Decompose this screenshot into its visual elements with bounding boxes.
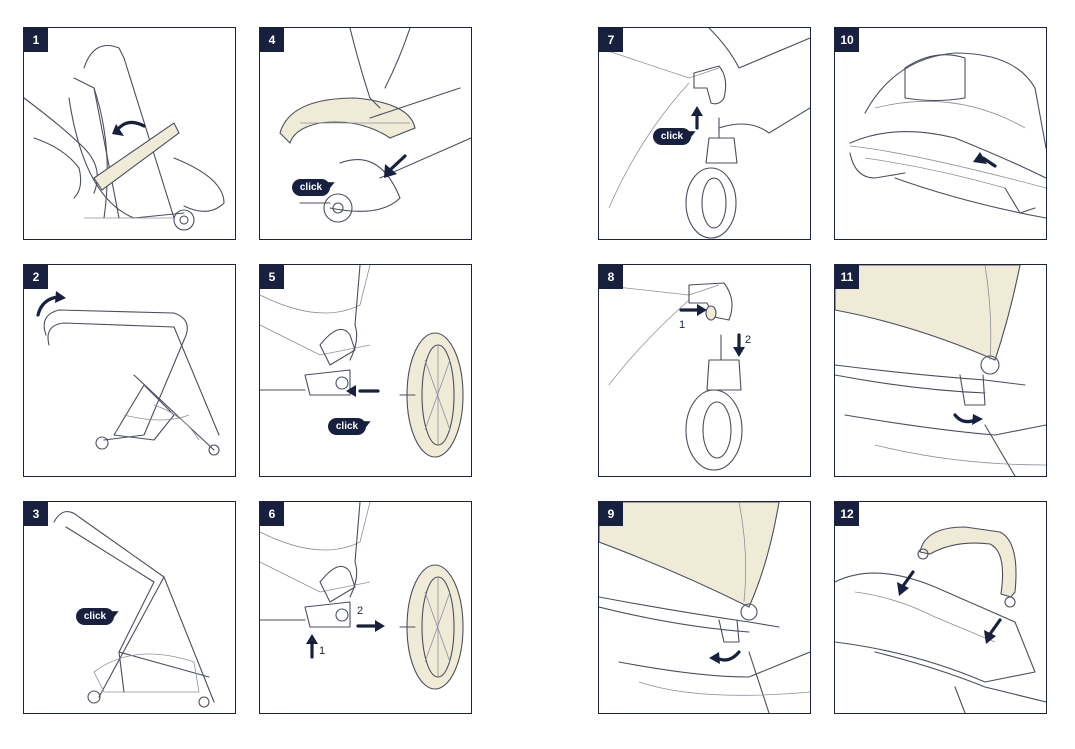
- illustration-rear-wheel-attach: [260, 265, 464, 458]
- illustration-frame-locked: [53, 511, 215, 708]
- illustration-fold-frame: [24, 44, 225, 231]
- step-panel-11: 11: [834, 264, 1047, 477]
- step-number: 8: [599, 265, 623, 289]
- step-panel-2: 2: [23, 264, 236, 477]
- illustration-handlebar-unfold: [36, 291, 220, 456]
- step-number: 5: [260, 265, 284, 289]
- step-panel-5: 5 click: [259, 264, 472, 477]
- step-number: 4: [260, 28, 284, 52]
- illustration-canopy-clip: [835, 265, 1046, 476]
- click-badge: click: [328, 418, 366, 435]
- step-label-2: 2: [357, 605, 364, 617]
- step-panel-7: 7 click: [598, 27, 811, 240]
- step-number: 1: [24, 28, 48, 52]
- step-panel-9: 9: [598, 501, 811, 714]
- click-badge: click: [653, 128, 691, 145]
- step-number: 2: [24, 265, 48, 289]
- illustration-front-wheel-attach: [599, 28, 810, 239]
- step-number: 12: [835, 502, 859, 526]
- step-panel-8: 8 1 2: [598, 264, 811, 477]
- illustration-front-wheel-remove: [599, 282, 745, 471]
- step-number: 11: [835, 265, 859, 289]
- click-badge: click: [292, 179, 330, 196]
- step-panel-6: 6 1 2: [259, 501, 472, 714]
- illustration-bumper-bar: [279, 28, 471, 223]
- step-panel-12: 12: [834, 501, 1047, 714]
- illustration-bumper-bar-attach: [835, 526, 1046, 713]
- step-number: 6: [260, 502, 284, 526]
- illustration-canopy-attach: [599, 502, 810, 713]
- step-number: 7: [599, 28, 623, 52]
- click-badge: click: [76, 608, 114, 625]
- step-panel-4: 4 click: [259, 27, 472, 240]
- step-label-1: 1: [679, 319, 686, 331]
- step-number: 3: [24, 502, 48, 526]
- step-number: 9: [599, 502, 623, 526]
- step-panel-3: 3 click: [23, 501, 236, 714]
- step-label-1: 1: [319, 645, 326, 657]
- step-panel-10: 10: [834, 27, 1047, 240]
- illustration-rear-wheel-remove: [260, 502, 464, 690]
- illustration-seat-canopy: [849, 52, 1046, 219]
- step-label-2: 2: [745, 334, 752, 346]
- step-number: 10: [835, 28, 859, 52]
- step-panel-1: 1: [23, 27, 236, 240]
